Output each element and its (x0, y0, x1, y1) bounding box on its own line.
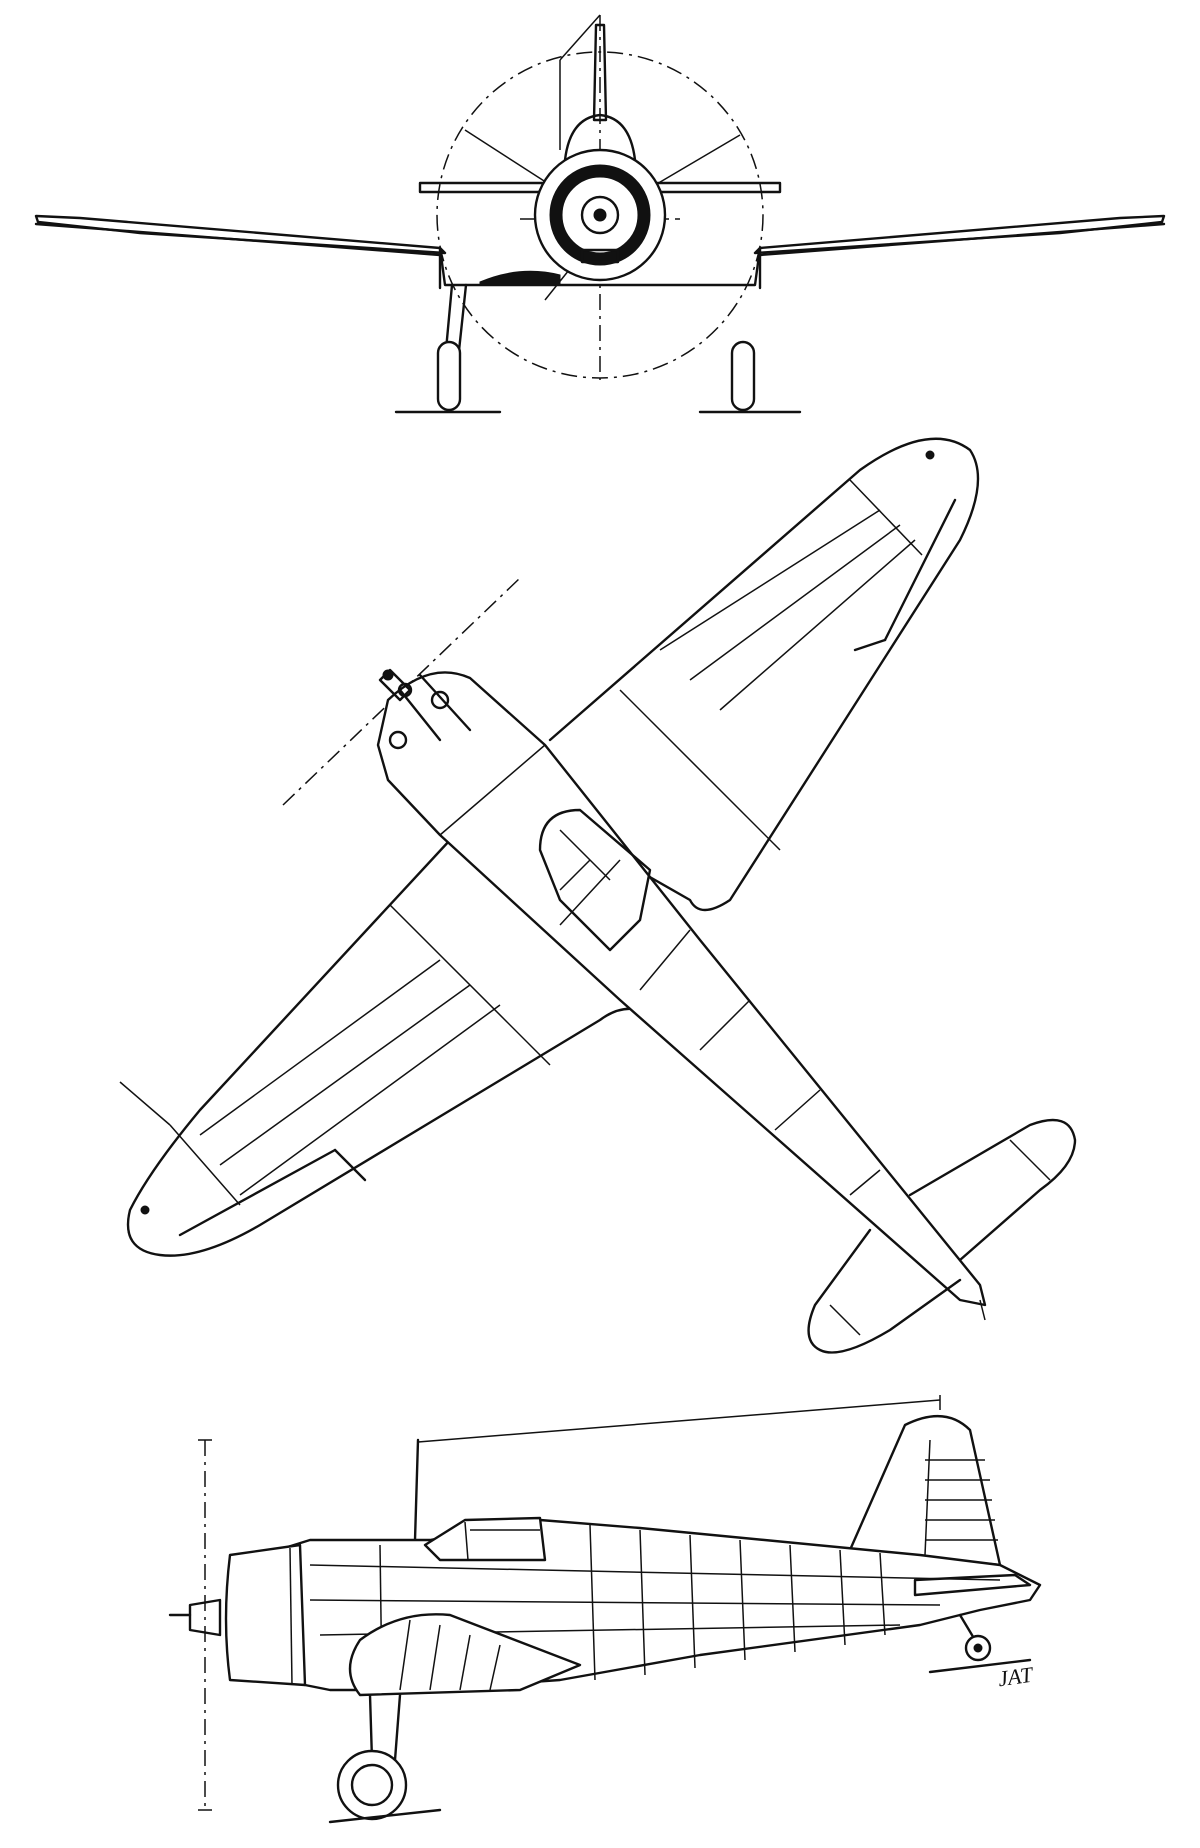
front-right-wheel (730, 340, 756, 412)
front-view (34, 14, 1166, 414)
top-tailplane-left (807, 1228, 962, 1354)
front-left-wheel (436, 340, 462, 412)
side-fin (848, 1414, 1002, 1567)
side-cowling (224, 1543, 307, 1687)
front-tailplane (418, 181, 782, 194)
top-canopy (538, 808, 652, 952)
top-right-wing (548, 437, 980, 912)
front-left-wing (34, 214, 447, 255)
artist-signature: JAT (996, 1661, 1035, 1692)
front-canopy (563, 113, 637, 162)
side-main-wheel (336, 1749, 408, 1821)
top-tailplane-right (908, 1118, 1077, 1262)
side-view (168, 1395, 1042, 1824)
front-right-wing (753, 214, 1166, 255)
top-left-wing (126, 838, 642, 1257)
side-canopy (423, 1516, 547, 1562)
top-fuselage (376, 671, 987, 1307)
top-view (119, 437, 1077, 1354)
